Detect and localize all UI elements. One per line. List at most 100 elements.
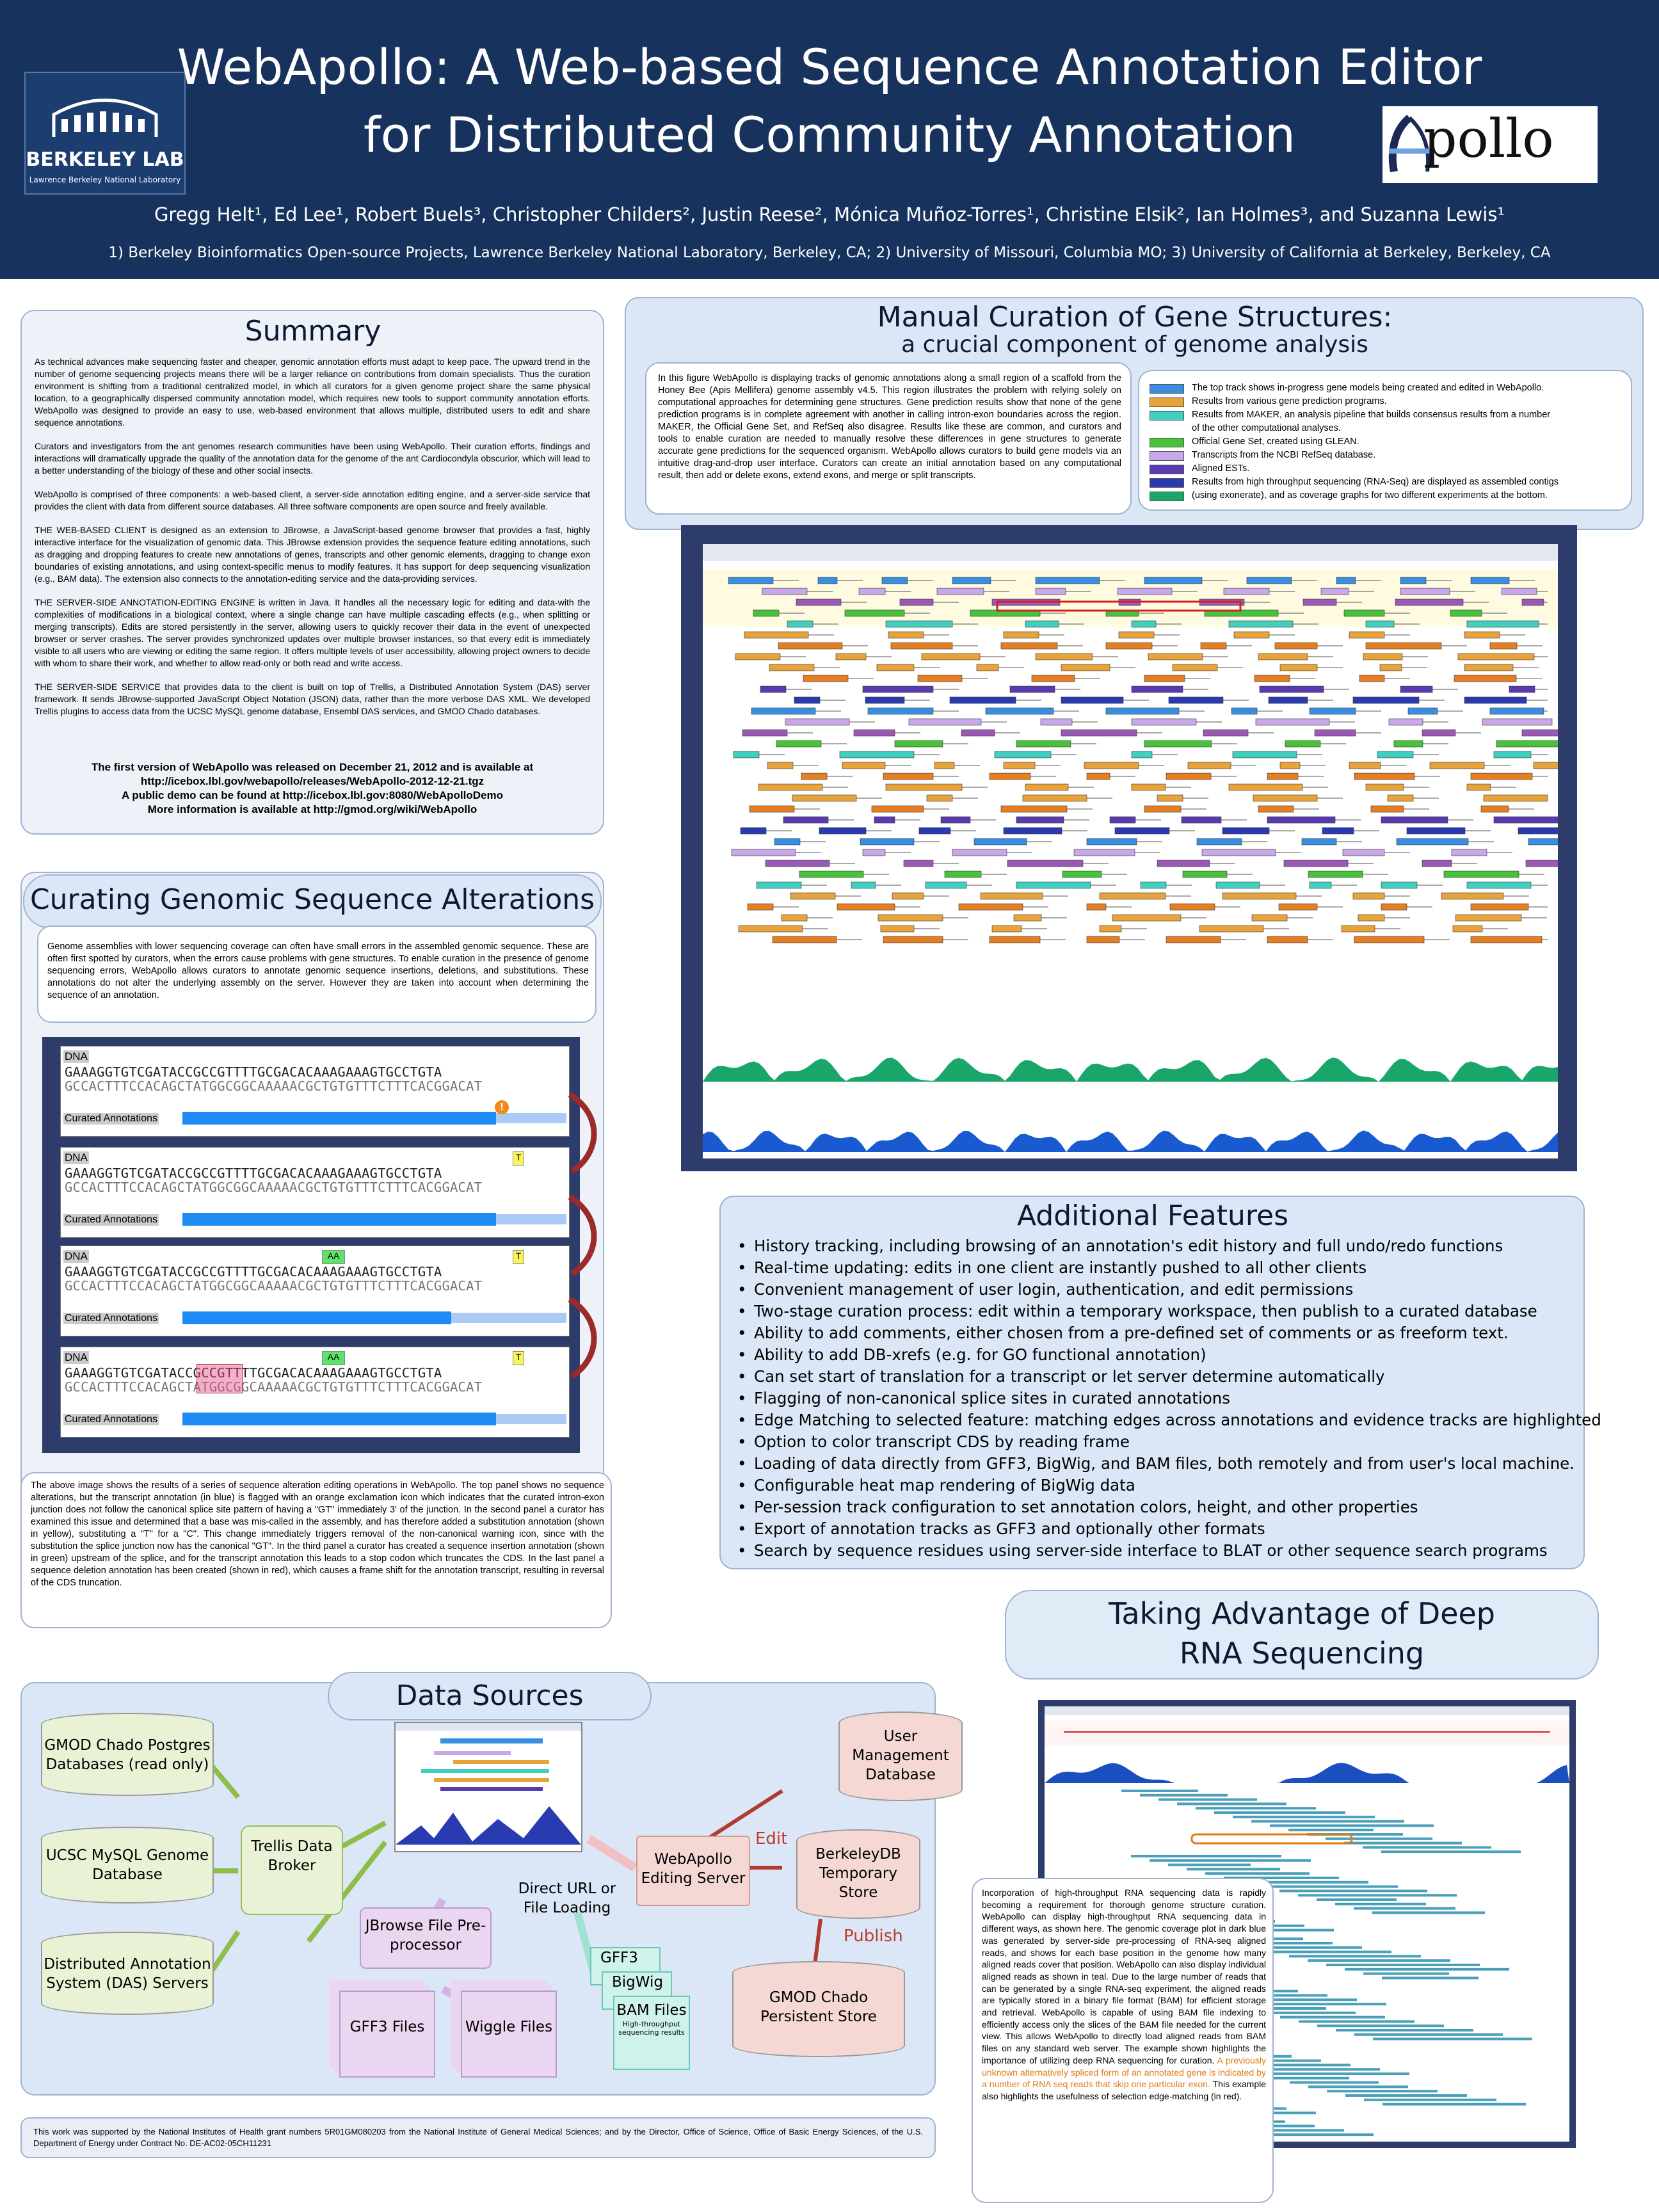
jbrowse-preprocessor-box: JBrowse File Pre-processor (360, 1907, 492, 1969)
exon-block (1025, 620, 1059, 628)
exon-block (819, 827, 867, 835)
exon-block (1222, 892, 1297, 900)
aligned-read (1150, 1859, 1311, 1862)
exon-block (1196, 838, 1242, 846)
dna-sequence-reverse: GCCACTTTCCACAGCTATGGCGGCAAAAACGCTGTGTTTC… (65, 1078, 483, 1094)
exon-block (1016, 881, 1091, 889)
bam-file-note: High-throughput sequencing results (618, 2020, 685, 2037)
summary-paragraph: THE SERVER-SIDE ANNOTATION-EDITING ENGIN… (35, 597, 590, 668)
browser-toolbar (1045, 1706, 1569, 1715)
deletion-marker[interactable] (196, 1364, 243, 1393)
feature-item: Per-session track configuration to set a… (732, 1496, 1571, 1518)
exon-block (785, 718, 850, 726)
transcript-utr-bar[interactable] (496, 1414, 566, 1424)
aligned-read (1345, 1968, 1509, 1971)
aligned-read (1187, 1868, 1280, 1871)
exon-block (1231, 707, 1258, 715)
ucsc-mysql-cylinder: UCSC MySQL Genome Database (41, 1827, 214, 1903)
exon-block (747, 903, 774, 911)
insertion-marker[interactable]: AA (322, 1351, 345, 1365)
exon-block (1157, 794, 1183, 802)
aligned-read (1233, 1815, 1375, 1818)
transcript-annotation-bar[interactable] (182, 1413, 496, 1425)
curation-title: Manual Curation of Gene Structures: (877, 301, 1393, 333)
poster-title-line2: for Distributed Community Annotation (363, 106, 1296, 163)
exon-block (1493, 816, 1559, 824)
exon-block (925, 881, 967, 889)
exon-block (1118, 631, 1155, 639)
transcript-annotation-bar[interactable] (182, 1112, 496, 1125)
exon-block (1112, 914, 1182, 922)
exon-block (952, 849, 1007, 856)
warning-exclamation-icon[interactable]: ! (495, 1100, 509, 1114)
transcript-utr-bar[interactable] (496, 1214, 566, 1224)
aligned-read (1253, 2072, 1409, 2075)
legend-row: Results from high throughput sequencing … (1150, 477, 1610, 490)
edit-arrow-label: Edit (755, 1829, 788, 1848)
exon-block (958, 903, 1023, 911)
transcript-annotation-bar[interactable] (182, 1311, 451, 1324)
exon-block (1040, 718, 1073, 726)
exon-block (1144, 577, 1203, 584)
aligned-read (1308, 1959, 1450, 1962)
transcript-utr-bar[interactable] (496, 1113, 566, 1123)
exon-block (1254, 675, 1290, 682)
legend-row: Official Gene Set, created using GLEAN. (1150, 437, 1610, 449)
exon-block (1086, 838, 1137, 846)
arrow-chado-to-trellis (209, 1763, 241, 1799)
release-wiki-link[interactable]: More information is available at http://… (147, 803, 477, 815)
legend-swatch (1150, 492, 1184, 501)
exon-block (1131, 751, 1153, 758)
legend-swatch (1150, 411, 1184, 421)
exon-block (1274, 642, 1318, 650)
exon-block (1320, 588, 1349, 595)
aligned-read (1307, 1833, 1403, 1836)
transcript-utr-bar[interactable] (451, 1313, 566, 1323)
features-list: History tracking, including browsing of … (732, 1235, 1601, 1562)
exon-block (742, 729, 788, 737)
exon-block (781, 914, 808, 922)
exon-block (1457, 653, 1535, 661)
exon-block (980, 892, 1043, 900)
exon-block (862, 849, 886, 856)
exon-block (1035, 588, 1066, 595)
exon-block (917, 675, 963, 682)
exon-block (1336, 577, 1356, 584)
substitution-marker[interactable]: T (513, 1250, 524, 1264)
curved-arrow-icon (568, 1092, 597, 1174)
exon-block (1009, 685, 1055, 693)
exon-block (1144, 740, 1212, 748)
insertion-marker[interactable]: AA (322, 1250, 345, 1264)
exon-block (1025, 783, 1069, 791)
exon-block (735, 653, 781, 661)
exon-block (1349, 631, 1385, 639)
summary-paragraph: As technical advances make sequencing fa… (35, 357, 590, 428)
exon-block (890, 642, 953, 650)
exon-block (1406, 827, 1466, 835)
curved-arrow-icon (568, 1194, 597, 1276)
ucsc-mysql-label: UCSC MySQL Genome Database (45, 1847, 209, 1883)
release-demo-link[interactable]: A public demo can be found at http://ice… (122, 789, 503, 801)
exon-block (783, 816, 829, 824)
arrow-jbrowse-to-client (306, 1840, 388, 1943)
substitution-marker[interactable]: T (513, 1351, 524, 1365)
exon-block (1379, 664, 1402, 671)
exon-block (765, 860, 830, 867)
exon-block (1215, 881, 1260, 889)
exon-block (899, 598, 934, 606)
webapollo-browser-view (703, 544, 1602, 1158)
release-download-link[interactable]: http://icebox.lbl.gov/webapollo/releases… (140, 775, 485, 787)
aligned-read (1262, 2011, 1356, 2014)
feature-item: History tracking, including browsing of … (732, 1235, 1571, 1257)
exon-block (1086, 773, 1110, 780)
genome-tracks[interactable] (703, 544, 1602, 1158)
user-db-label: User Management Database (852, 1728, 949, 1783)
aligned-read (1373, 2037, 1532, 2040)
features-title: Additional Features (1016, 1199, 1289, 1232)
exon-block (1396, 838, 1469, 846)
exon-block (1084, 762, 1139, 769)
substitution-marker[interactable]: T (513, 1151, 524, 1166)
legend-text: The top track shows in-progress gene mod… (1192, 383, 1544, 393)
exon-block (1003, 762, 1036, 769)
transcript-annotation-bar[interactable] (182, 1213, 496, 1226)
